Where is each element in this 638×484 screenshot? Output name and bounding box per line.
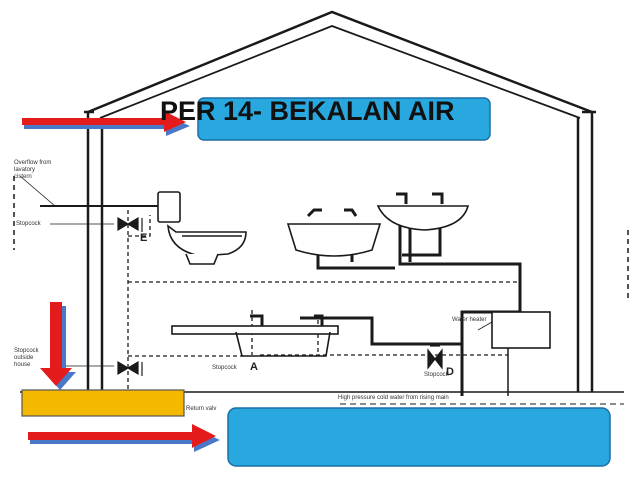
arrow-right-icon [22,111,220,452]
arrow-down-icon [40,302,76,390]
house-outline [13,10,629,405]
letter-e: E [140,232,148,244]
title-highlight-box [197,97,491,141]
blue-label-box [227,407,611,467]
high-pressure-label: High pressure cold water from rising mai… [338,395,449,401]
letter-d: D [446,366,454,378]
overflow-label: Overflow from lavatory cistern [14,160,52,180]
stopcock-label-left: Stopcock [16,221,41,227]
orange-label-box [21,389,185,417]
water-heater-label: Water heater [452,317,487,323]
stopcock-valve-icon [117,216,443,376]
stopcock-outside-label: Stopcock outside house [14,348,39,368]
return-valve-label: Return valv [186,406,217,412]
page-title: PER 14- BEKALAN AIR [160,96,455,126]
stopcock-a-label: Stopcock [212,365,237,371]
stopcock-d-label: Stopcock [424,372,449,378]
basin-icon [286,192,470,257]
toilet-icon [157,191,247,265]
letter-a: A [250,361,258,373]
sink-icon [171,314,339,357]
water-heater-icon [477,311,551,349]
